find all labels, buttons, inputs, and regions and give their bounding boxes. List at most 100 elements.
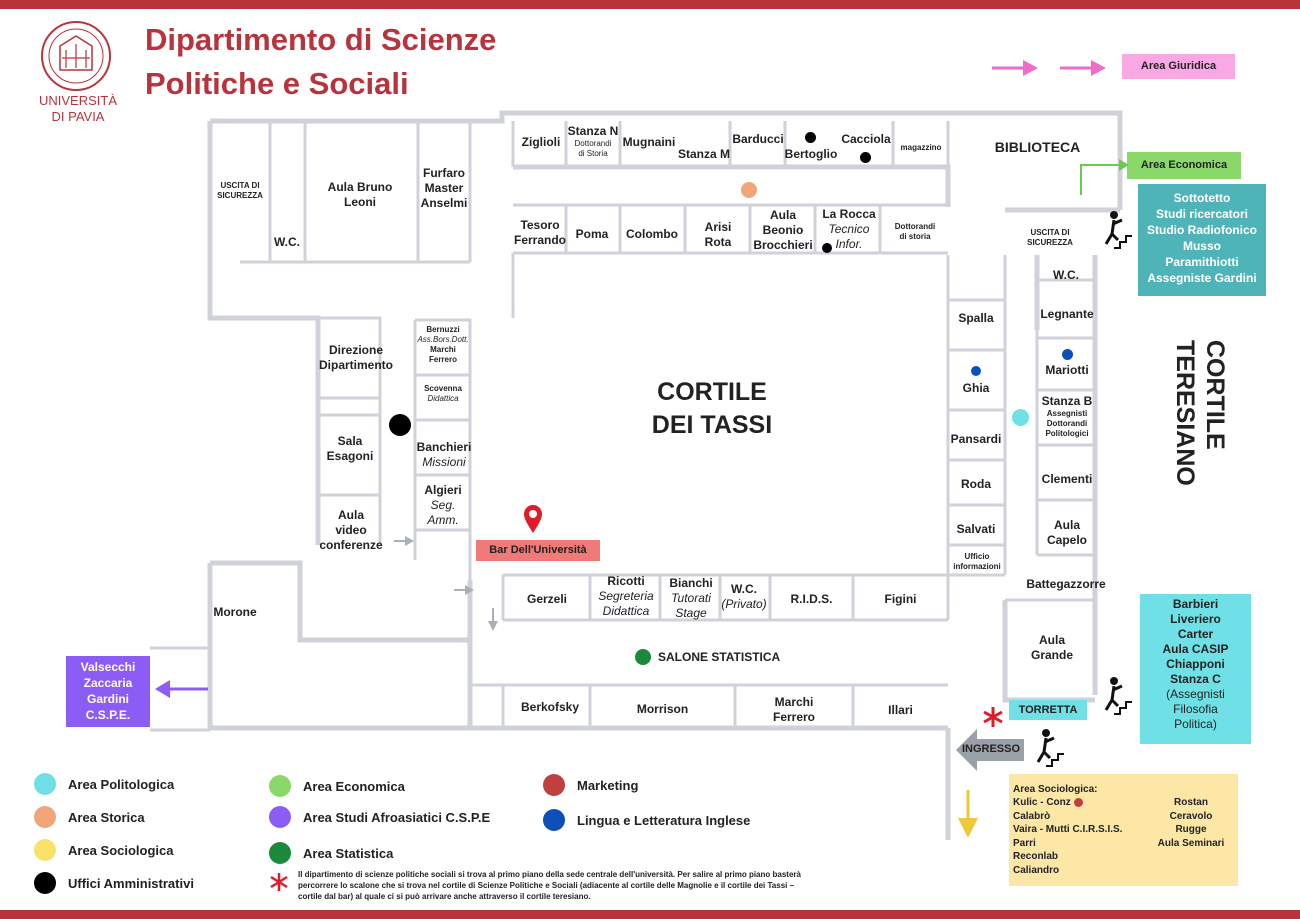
purple-arrow-icon: [155, 680, 208, 698]
area-politologica-dot-icon: [1012, 409, 1029, 426]
room-dottorandi-storia: Dottorandi di storia: [894, 222, 936, 241]
room-mugnaini: Mugnaini: [622, 135, 676, 149]
stanza-b-title: Stanza B: [1041, 394, 1093, 408]
valsecchi-line: Gardini: [86, 692, 129, 706]
stanza-b-sub: Assegnisti Dottorandi Politologici: [1045, 409, 1089, 438]
room-wc-left: W.C.: [274, 235, 300, 249]
legend-area-politologica: Area Politologica: [34, 773, 174, 795]
sottotetto-line: Sottotetto: [1173, 191, 1231, 205]
sociologica-left-line: Calabrò: [1013, 810, 1051, 822]
room-pansardi: Pansardi: [950, 432, 1002, 446]
legend-dot-icon: [269, 806, 291, 828]
inglese-dot-icon: [971, 366, 981, 376]
sociologica-left-line: Caliandro: [1013, 864, 1060, 876]
ricotti-title: Ricotti: [607, 574, 645, 588]
map-pin-icon: [524, 505, 542, 533]
green-arrow-icon: [1080, 159, 1129, 195]
room-uscita-sicurezza-left: USCITA DI SICUREZZA: [217, 181, 263, 200]
legend-dot-icon: [543, 774, 565, 796]
legend-area-afroasiatici: Area Studi Afroasiatici C.S.P.E: [269, 806, 490, 828]
ingresso-arrow-icon: [956, 729, 1024, 771]
room-legnante: Legnante: [1040, 307, 1094, 321]
sottotetto-line: Studio Radiofonico: [1147, 223, 1257, 237]
bar-label: Bar Dell'Università: [476, 540, 600, 561]
sociologica-right-line: Rugge: [1175, 824, 1207, 835]
room-bernuzzi: Bernuzzi Ass.Bors.Dott. Marchi Ferrero: [416, 325, 470, 365]
university-name: UNIVERSITÀ DI PAVIA: [38, 93, 117, 124]
stairs-icon: [1036, 729, 1064, 767]
bianchi-title: Bianchi: [669, 576, 713, 590]
wc-privato-title: W.C.: [731, 582, 757, 596]
marketing-dot-icon: [1073, 797, 1083, 807]
legend-dot-icon: [34, 773, 56, 795]
la-rocca-sub: Tecnico Infor.: [828, 222, 870, 251]
room-stanza-m: Stanza M: [677, 147, 730, 161]
torretta-badge: TORRETTA: [1009, 700, 1087, 720]
sociologica-left-line: Parri: [1013, 837, 1036, 849]
room-ufficio-informazioni: Ufficio informazioni: [953, 552, 1001, 571]
room-ricotti: Ricotti Segreteria Didattica: [592, 574, 660, 619]
sociologica-left-line: Kulic - Conz: [1013, 796, 1122, 810]
room-banchieri: Banchieri Missioni: [412, 440, 476, 470]
room-ghia: Ghia: [962, 381, 990, 395]
legend-uffici-amministrativi: Uffici Amministrativi: [34, 872, 194, 894]
room-spalla: Spalla: [958, 311, 994, 325]
asterisk-icon: [270, 873, 288, 891]
marchi-ferrero-small: Marchi Ferrero: [428, 345, 457, 364]
barbieri-line: Carter: [1177, 627, 1214, 641]
barbieri-note: (Assegnisti Filosofia Politica): [1166, 687, 1225, 731]
room-morrison: Morrison: [636, 702, 689, 716]
room-wc-right: W.C.: [1053, 268, 1079, 282]
barbieri-line: Barbieri: [1172, 597, 1219, 611]
room-furfaro: Furfaro Master Anselmi: [420, 166, 468, 210]
legend-area-sociologica: Area Sociologica: [34, 839, 173, 861]
valsecchi-line: Valsecchi: [80, 660, 136, 674]
bottom-bar: [0, 910, 1300, 919]
room-biblioteca: BIBLIOTECA: [994, 139, 1081, 155]
university-seal-icon: [41, 21, 111, 91]
room-scovenna: Scovenna Didattica: [416, 384, 470, 404]
sociologica-right-line: Ceravolo: [1169, 810, 1213, 822]
room-rids: R.I.D.S.: [790, 592, 833, 606]
room-stanza-b: Stanza B Assegnisti Dottorandi Politolog…: [1037, 394, 1097, 439]
room-roda: Roda: [961, 477, 991, 491]
direction-arrow-icon: [394, 536, 414, 546]
admin-dot-icon: [860, 152, 871, 163]
room-barducci: Barducci: [732, 132, 784, 146]
area-storica-dot-icon: [741, 182, 757, 198]
legend-dot-icon: [269, 775, 291, 797]
bernuzzi-sub: Ass.Bors.Dott.: [417, 335, 469, 344]
valsecchi-box: Valsecchi Zaccaria Gardini C.S.P.E.: [66, 656, 150, 727]
barbieri-line: Liveriero: [1170, 612, 1221, 626]
room-arisi-rota: Arisi Rota: [704, 220, 732, 249]
stairs-icon: [1104, 211, 1132, 249]
barbieri-box: Barbieri Liveriero Carter Aula CASIP Chi…: [1140, 594, 1251, 744]
legend-area-economica: Area Economica: [269, 775, 405, 797]
room-uscita-sicurezza-right: USCITA DI SICUREZZA: [1027, 228, 1073, 247]
pink-arrows-icon: [992, 60, 1106, 76]
sociologica-left-line: Vaira - Mutti C.I.R.S.I.S.: [1013, 824, 1123, 835]
sottotetto-line: Studi ricercatori: [1155, 207, 1249, 221]
footnote: Il dipartimento di scienze politiche soc…: [298, 870, 801, 901]
room-algieri: Algieri Seg. Amm.: [412, 483, 474, 528]
algieri-title: Algieri: [424, 483, 462, 497]
admin-dot-icon: [389, 414, 411, 436]
legend-dot-icon: [34, 872, 56, 894]
algieri-sub: Seg. Amm.: [427, 498, 459, 527]
admin-dot-icon: [805, 132, 816, 143]
scovenna-sub: Didattica: [427, 394, 459, 403]
room-bianchi: Bianchi Tutorati Stage: [660, 576, 722, 621]
stanza-n-title: Stanza N: [567, 124, 619, 138]
room-magazzino: magazzino: [900, 143, 942, 152]
ingresso-label: INGRESSO: [961, 743, 1021, 755]
legend-dot-icon: [543, 809, 565, 831]
room-poma: Poma: [575, 227, 609, 241]
barbieri-line: Aula CASIP: [1162, 642, 1229, 656]
valsecchi-line: C.S.P.E.: [85, 708, 131, 722]
room-salone-statistica: SALONE STATISTICA: [658, 650, 781, 664]
asterisk-icon: [983, 707, 1003, 727]
room-marchi-ferrero: Marchi Ferrero: [772, 695, 816, 724]
room-ziglioli: Ziglioli: [521, 135, 561, 149]
page-title-line2: Politiche e Sociali: [145, 66, 409, 101]
